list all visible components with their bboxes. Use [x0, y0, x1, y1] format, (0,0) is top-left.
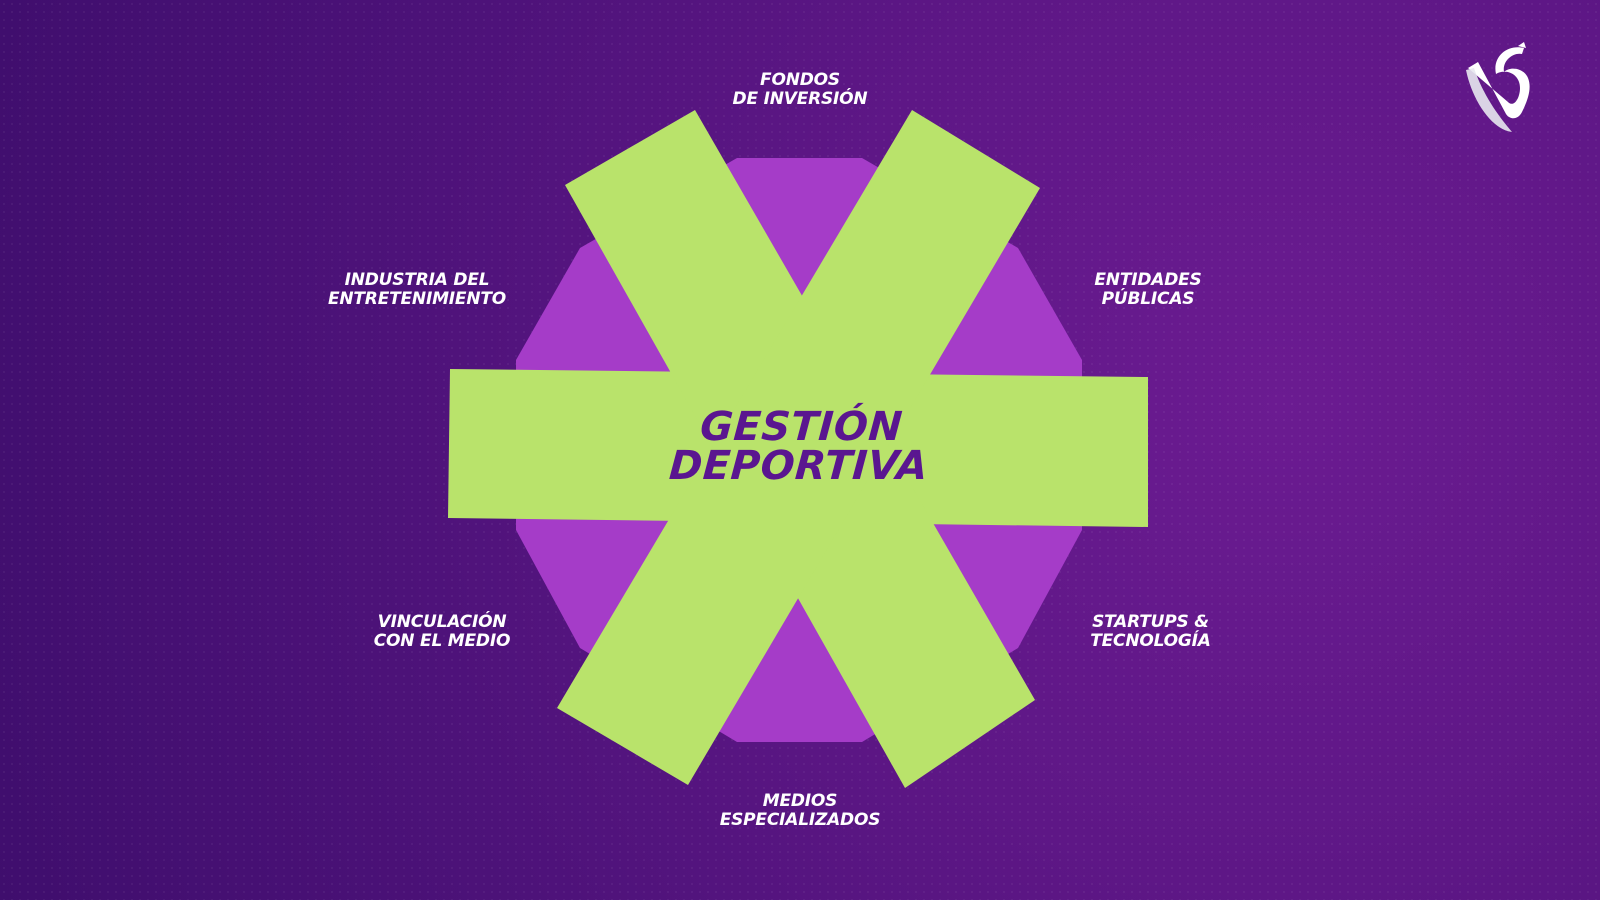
label-medios-especializados: MEDIOS ESPECIALIZADOS — [690, 792, 910, 830]
logo-top-accent — [1518, 42, 1526, 48]
asterisk-shape — [448, 110, 1148, 788]
label-line: ESPECIALIZADOS — [719, 810, 881, 830]
label-line: FONDOS — [760, 70, 840, 90]
label-line: CON EL MEDIO — [373, 631, 511, 651]
center-title-line1: GESTIÓN — [698, 404, 905, 450]
asterisk-bar-diagonal-right — [557, 110, 1040, 785]
label-startups-tecnologia: STARTUPS & TECNOLOGÍA — [1058, 613, 1243, 651]
label-line: ENTIDADES — [1094, 270, 1202, 290]
logo-swoosh — [1466, 68, 1512, 132]
label-line: PÚBLICAS — [1101, 289, 1195, 309]
label-industria-del-entretenimiento: INDUSTRIA DEL ENTRETENIMIENTO — [318, 271, 516, 309]
label-line: STARTUPS & — [1092, 612, 1209, 632]
logo-v-stroke — [1468, 47, 1530, 119]
label-line: DE INVERSIÓN — [732, 89, 868, 109]
center-title-line2: DEPORTIVA — [667, 443, 930, 489]
label-line: INDUSTRIA DEL — [344, 270, 490, 290]
label-line: TECNOLOGÍA — [1090, 631, 1211, 651]
label-line: VINCULACIÓN — [377, 612, 507, 632]
label-vinculacion-con-el-medio: VINCULACIÓN CON EL MEDIO — [350, 613, 534, 651]
center-title: GESTIÓN DEPORTIVA — [572, 404, 1027, 489]
label-fondos-de-inversion: FONDOS DE INVERSIÓN — [700, 71, 900, 109]
label-line: ENTRETENIMIENTO — [327, 289, 507, 309]
label-entidades-publicas: ENTIDADES PÚBLICAS — [1058, 271, 1238, 309]
label-line: MEDIOS — [762, 791, 838, 811]
vs-brand-logo-icon — [1466, 42, 1530, 132]
